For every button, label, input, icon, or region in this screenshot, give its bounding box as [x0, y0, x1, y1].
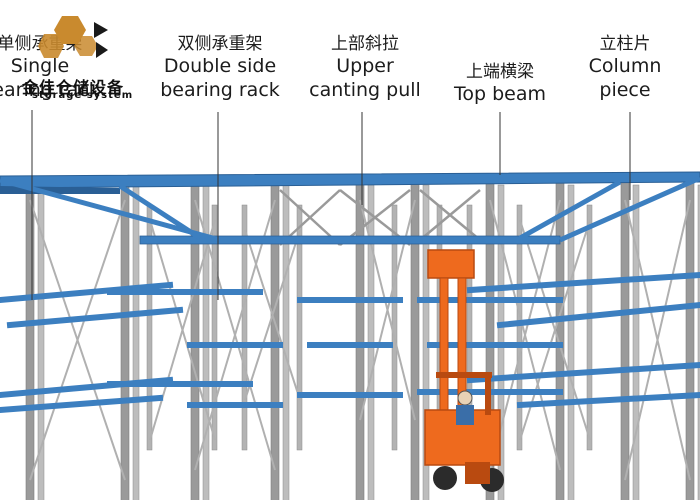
brand-logo: 金佳仓储设备 storage system [22, 12, 140, 104]
upright-column [120, 179, 130, 500]
label-topbeam-cn: 上端横梁 [466, 62, 534, 82]
bearing-rail [466, 361, 700, 384]
label-top-beam: 上端横梁 Top beam [440, 62, 560, 107]
forklift-guard-post [485, 375, 491, 415]
label-topbeam-en-1: Top beam [453, 83, 546, 106]
upright-column [270, 179, 280, 500]
label-single-en-1: Single [10, 55, 70, 78]
top-beam-connector [118, 183, 202, 241]
upright-column [190, 179, 200, 500]
forklift-overhead-guard [436, 372, 492, 378]
rack-structure [0, 171, 700, 500]
top-beam [0, 171, 700, 189]
upright-column [685, 179, 695, 500]
bearing-rail [0, 281, 174, 304]
bearing-rail [6, 306, 184, 329]
operator-body [456, 405, 474, 425]
canting-pull-brace [419, 189, 481, 241]
brand-name-cn: 金佳仓储设备 [22, 78, 125, 97]
top-beam-connector [558, 175, 700, 243]
upright-column [241, 204, 248, 451]
bearing-rail [496, 301, 700, 329]
diagonal-brace [29, 199, 126, 481]
forklift-pallet [427, 249, 475, 279]
bearing-rail [516, 391, 700, 409]
bearing-rail [466, 271, 700, 294]
forklift-wheel [433, 466, 457, 490]
operator-head [457, 390, 473, 406]
upright-column [586, 204, 593, 451]
label-double-en-1: Double side [163, 55, 277, 78]
upright-column [632, 184, 640, 500]
upright-column [296, 204, 303, 451]
diagonal-brace [244, 229, 301, 401]
upright-column [132, 184, 140, 500]
forklift-illustration [424, 249, 504, 492]
diagonal-brace [489, 199, 561, 471]
diagonal-brace [624, 199, 691, 481]
upright-column [697, 184, 700, 500]
label-single-en-2: bearing rack [0, 79, 100, 101]
forklift-mast [439, 277, 449, 419]
upright-column [25, 179, 35, 500]
diagonal-brace [149, 219, 216, 441]
upright-column [567, 184, 575, 500]
forklift-counterweight [465, 462, 490, 484]
label-leader-lines [31, 110, 631, 300]
label-double-side-bearing-rack: 双侧承重架 Double side bearing rack [150, 34, 290, 103]
label-column-cn: 立柱片 [599, 34, 651, 54]
top-beam [139, 235, 561, 245]
label-canting-en-2: canting pull [309, 79, 421, 101]
logo-mark-icon [38, 16, 108, 58]
bearing-rail [0, 394, 164, 414]
top-beam-connector [518, 179, 622, 241]
label-column-piece: 立柱片 Column piece [575, 34, 675, 103]
diagonal-brace [194, 199, 276, 471]
brand-name-en: storage system [32, 90, 134, 101]
label-double-en-2: bearing rack [160, 79, 280, 101]
label-canting-cn: 上部斜拉 [331, 34, 399, 54]
upright-column [620, 179, 630, 500]
label-double-cn: 双侧承重架 [177, 34, 263, 54]
label-upper-canting-pull: 上部斜拉 Upper canting pull [300, 34, 430, 103]
upright-column [410, 179, 420, 500]
upright-column [282, 184, 290, 500]
upright-column [211, 204, 218, 451]
label-canting-en-1: Upper [336, 55, 394, 78]
upright-column [516, 204, 523, 451]
label-column-en-1: Column [588, 55, 662, 78]
label-column-en-2: piece [599, 79, 651, 101]
